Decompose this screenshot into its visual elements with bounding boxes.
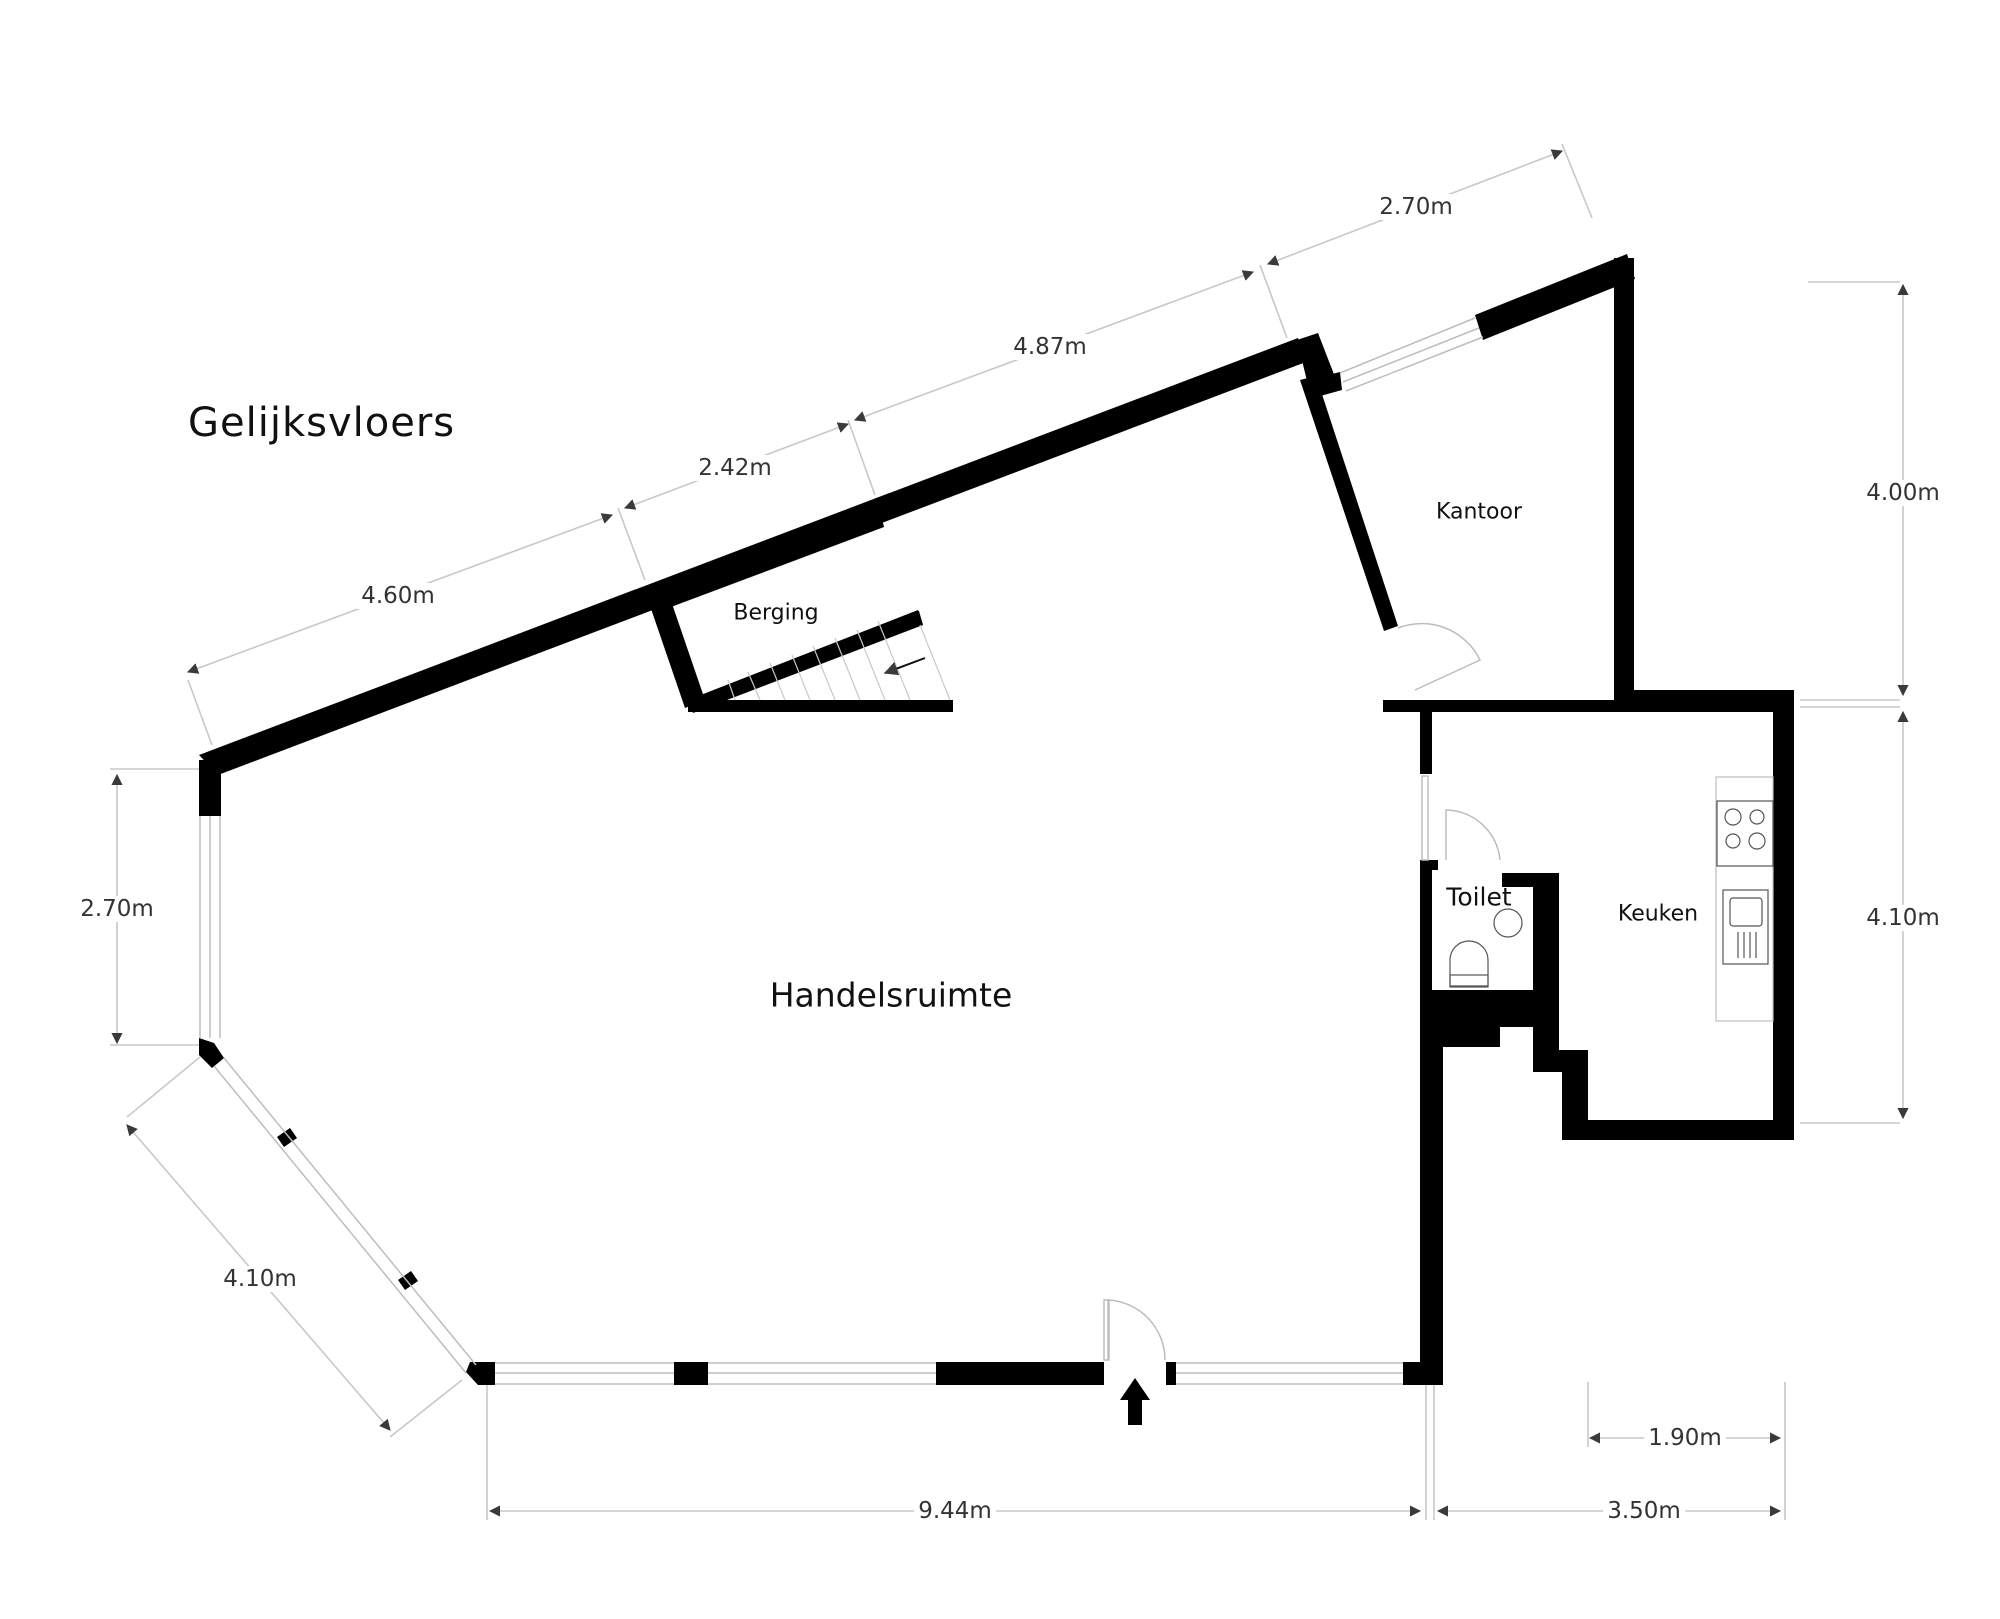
toilet-door [1445,809,1501,861]
dimension-label: 3.50m [1603,1498,1685,1524]
kantoor-door [1397,622,1482,691]
dimension-label: 2.42m [694,455,776,481]
windows [199,317,1484,1385]
cooktop-icon [1716,800,1774,867]
room-label-keuken: Keuken [1617,901,1699,927]
dimension-label: 4.10m [1862,905,1944,931]
wash-basin-icon [1493,908,1523,938]
dimension-lines [110,143,1909,1520]
dimension-label: 2.70m [76,896,158,922]
entrance-door [1107,1299,1166,1361]
room-label-handelsruimte: Handelsruimte [769,975,1013,1015]
toilet-fixtures [1449,908,1523,988]
room-label-toilet: Toilet [1446,882,1512,912]
door-swings [1103,622,1501,1361]
entrance-arrow-icon [1120,1378,1150,1425]
stairs [727,620,951,701]
dimension-label: 2.70m [1375,194,1457,220]
walls [199,254,1794,1385]
dimension-label: 4.10m [219,1266,301,1292]
dimension-label: 1.90m [1644,1425,1726,1451]
room-label-kantoor: Kantoor [1435,499,1523,525]
toilet-bowl-icon [1449,940,1489,987]
kitchen-counter [1715,776,1774,1022]
stair-arrow-icon [883,657,926,676]
room-label-berging: Berging [733,600,819,626]
dimension-label: 4.00m [1862,480,1944,506]
dimension-label: 4.87m [1009,334,1091,360]
kitchen-sink-icon [1722,889,1769,965]
dimension-label: 4.60m [357,583,439,609]
floor-title: Gelijksvloers [188,400,456,446]
dimension-label: 9.44m [914,1498,996,1524]
